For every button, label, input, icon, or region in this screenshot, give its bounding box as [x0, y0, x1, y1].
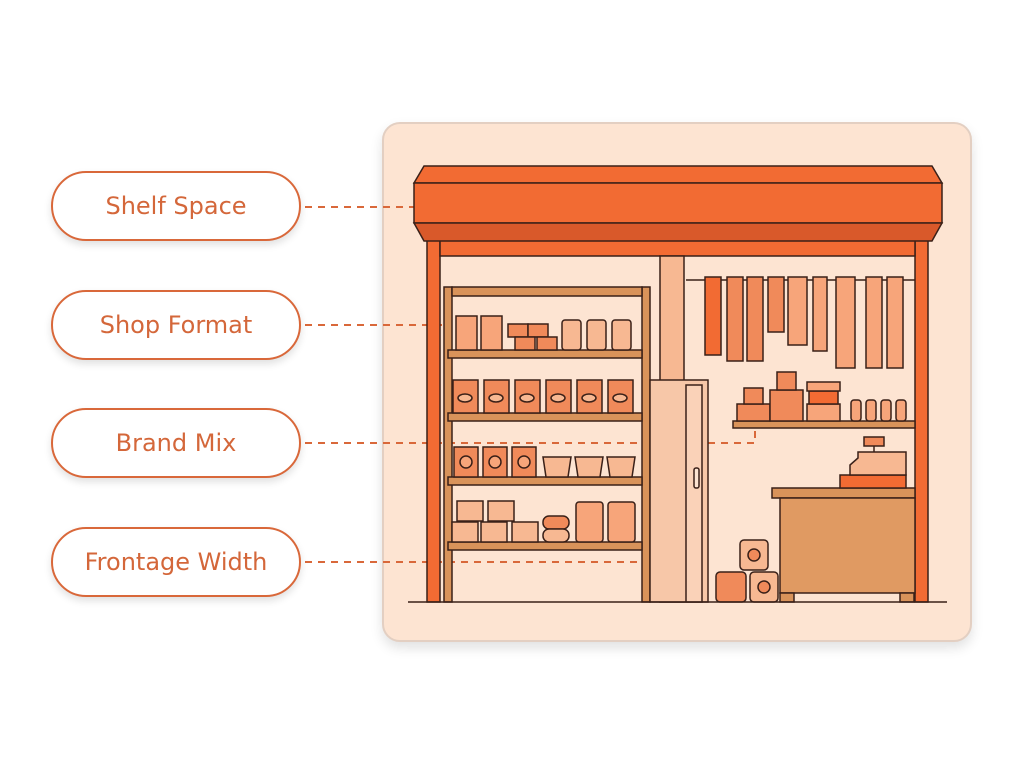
- label-text: Shop Format: [99, 311, 253, 339]
- label-frontage-width: Frontage Width: [51, 527, 301, 597]
- label-shelf-space: Shelf Space: [51, 171, 301, 241]
- connector-lines: [305, 206, 756, 563]
- hanging-product-strips: [686, 276, 915, 369]
- label-text: Frontage Width: [84, 548, 268, 576]
- label-brand-mix: Brand Mix: [51, 408, 301, 478]
- label-shop-format: Shop Format: [51, 290, 301, 360]
- label-text: Brand Mix: [115, 429, 237, 457]
- stacked-cans: [715, 539, 779, 603]
- label-text: Shelf Space: [105, 192, 247, 220]
- left-shelving-unit: [443, 286, 651, 603]
- awning: [412, 165, 944, 242]
- counter: [771, 436, 916, 603]
- wall-shelf: [732, 371, 916, 429]
- door: [649, 379, 709, 603]
